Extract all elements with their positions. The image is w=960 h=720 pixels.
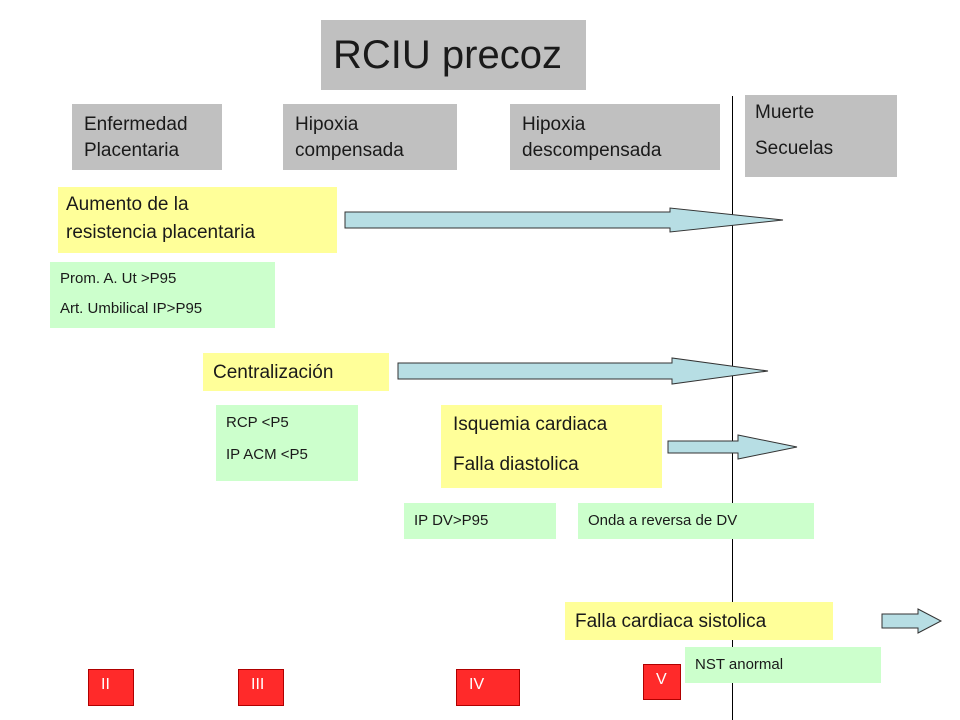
grade-iii: III — [238, 669, 284, 706]
stage-outcome-sequelae: Secuelas — [755, 138, 834, 159]
grade-iii-label: III — [251, 676, 265, 693]
marker-umbilical-artery: Art. Umbilical IP>P95 — [60, 300, 203, 317]
marker-dv-reverse-wave: Onda a reversa de DV — [578, 503, 814, 539]
event-resistance: Aumento de la resistencia placentaria — [58, 187, 337, 253]
grade-v-label: V — [656, 671, 667, 688]
stage-compensated-line2: compensada — [295, 140, 404, 161]
markers-centralization: RCP <P5 IP ACM <P5 — [216, 405, 358, 481]
arrow-ischemia — [667, 434, 798, 460]
stage-placental-line1: Enfermedad — [84, 114, 188, 135]
stage-placental-disease: Enfermedad Placentaria — [72, 104, 222, 170]
stage-compensated-hypoxia: Hipoxia compensada — [283, 104, 457, 170]
stage-placental-line2: Placentaria — [84, 140, 180, 161]
marker-ip-dv: IP DV>P95 — [404, 503, 556, 539]
grade-iv-label: IV — [469, 676, 485, 693]
marker-uterine-artery: Prom. A. Ut >P95 — [60, 270, 177, 287]
grade-iv: IV — [456, 669, 520, 706]
stage-outcome: Muerte Secuelas — [745, 95, 897, 177]
stage-decompensated-line1: Hipoxia — [522, 114, 586, 135]
arrow-systolic-failure — [881, 608, 943, 634]
event-centralization: Centralización — [203, 353, 389, 391]
stage-outcome-death: Muerte — [755, 102, 815, 123]
arrow-resistance — [344, 207, 784, 233]
event-ischemia-line1: Isquemia cardiaca — [453, 414, 608, 435]
event-resistance-line2: resistencia placentaria — [66, 222, 256, 243]
event-systolic-failure: Falla cardiaca sistolica — [565, 602, 833, 640]
timeline-divider — [732, 96, 733, 720]
grade-ii-label: II — [101, 676, 110, 693]
diagram-title: RCIU precoz — [321, 20, 586, 90]
event-ischemia-line2: Falla diastolica — [453, 454, 579, 475]
grade-ii: II — [88, 669, 134, 706]
stage-compensated-line1: Hipoxia — [295, 114, 359, 135]
stage-decompensated-hypoxia: Hipoxia descompensada — [510, 104, 720, 170]
marker-nst-abnormal: NST anormal — [685, 647, 881, 683]
marker-ip-acm: IP ACM <P5 — [226, 446, 308, 463]
event-ischemia: Isquemia cardiaca Falla diastolica — [441, 405, 662, 488]
stage-decompensated-line2: descompensada — [522, 140, 662, 161]
event-resistance-line1: Aumento de la — [66, 194, 189, 215]
markers-resistance: Prom. A. Ut >P95 Art. Umbilical IP>P95 — [50, 262, 275, 328]
arrow-centralization — [397, 357, 769, 385]
grade-v: V — [643, 664, 681, 700]
marker-rcp: RCP <P5 — [226, 414, 289, 431]
